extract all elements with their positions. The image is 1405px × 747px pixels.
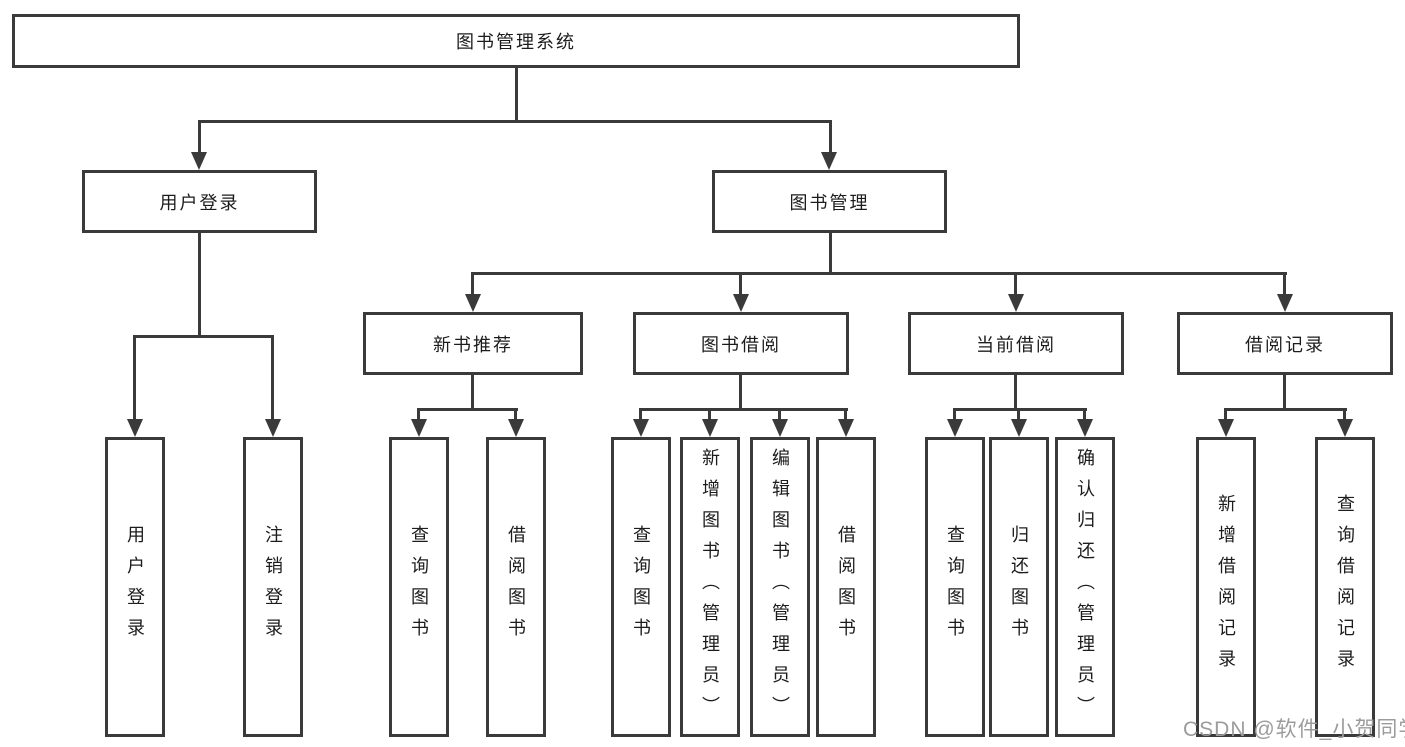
connector-line-vertical (739, 375, 742, 409)
connector-line-vertical (739, 272, 742, 296)
connector-line-vertical (829, 233, 832, 274)
node-borrow-record: 借阅记录 (1177, 312, 1393, 375)
leaf-add-borrow-record: 新增借阅记录 (1196, 437, 1256, 737)
connector-line-vertical (198, 120, 201, 153)
connector-line-vertical (1343, 408, 1346, 421)
connector-line-vertical (829, 120, 832, 153)
arrowhead-down-icon (411, 419, 427, 437)
leaf-borrow-books-recommend: 借阅图书 (486, 437, 546, 737)
arrowhead-down-icon (947, 419, 963, 437)
csdn-watermark: CSDN @软件_小贺同学 (1183, 718, 1405, 741)
connector-line-vertical (1083, 408, 1086, 421)
connector-line-vertical (778, 408, 781, 421)
connector-line-vertical (1224, 408, 1227, 421)
connector-line-horizontal (471, 272, 1287, 275)
arrowhead-down-icon (702, 419, 718, 437)
leaf-return-books: 归还图书 (989, 437, 1049, 737)
leaf-query-books-borrow: 查询图书 (611, 437, 671, 737)
arrowhead-down-icon (191, 152, 207, 170)
node-book-management: 图书管理 (712, 170, 947, 233)
arrowhead-down-icon (265, 419, 281, 437)
connector-line-horizontal (417, 408, 518, 411)
node-book-borrow: 图书借阅 (633, 312, 849, 375)
arrowhead-down-icon (1218, 419, 1234, 437)
connector-line-vertical (1014, 375, 1017, 409)
leaf-logout: 注销登录 (243, 437, 303, 737)
connector-line-vertical (471, 272, 474, 296)
leaf-query-books-recommend: 查询图书 (389, 437, 449, 737)
connector-line-vertical (514, 408, 517, 421)
connector-line-vertical (844, 408, 847, 421)
arrowhead-down-icon (1077, 419, 1093, 437)
connector-line-vertical (133, 335, 136, 420)
arrowhead-down-icon (733, 294, 749, 312)
arrowhead-down-icon (633, 419, 649, 437)
leaf-confirm-return-admin: 确认归还（管理员） (1055, 437, 1115, 737)
connector-line-horizontal (133, 335, 274, 338)
connector-line-vertical (1283, 272, 1286, 296)
arrowhead-down-icon (772, 419, 788, 437)
leaf-borrow-books: 借阅图书 (816, 437, 876, 737)
connector-line-horizontal (953, 408, 1087, 411)
arrowhead-down-icon (465, 294, 481, 312)
arrowhead-down-icon (821, 152, 837, 170)
node-user-login: 用户登录 (82, 170, 317, 233)
connector-line-vertical (1017, 408, 1020, 421)
arrowhead-down-icon (127, 419, 143, 437)
connector-line-horizontal (1224, 408, 1347, 411)
node-root-system: 图书管理系统 (12, 14, 1020, 68)
leaf-edit-books-admin: 编辑图书（管理员） (750, 437, 810, 737)
arrowhead-down-icon (1008, 294, 1024, 312)
node-new-book-recommend: 新书推荐 (363, 312, 583, 375)
arrowhead-down-icon (508, 419, 524, 437)
connector-line-vertical (639, 408, 642, 421)
connector-line-horizontal (639, 408, 848, 411)
arrowhead-down-icon (838, 419, 854, 437)
leaf-query-borrow-record: 查询借阅记录 (1315, 437, 1375, 737)
leaf-add-books-admin: 新增图书（管理员） (680, 437, 740, 737)
connector-line-vertical (953, 408, 956, 421)
connector-line-vertical (1283, 375, 1286, 409)
leaf-query-books-current: 查询图书 (925, 437, 985, 737)
arrowhead-down-icon (1011, 419, 1027, 437)
connector-line-vertical (271, 335, 274, 420)
leaf-user-login: 用户登录 (105, 437, 165, 737)
connector-line-vertical (471, 375, 474, 409)
node-current-borrow: 当前借阅 (908, 312, 1124, 375)
arrowhead-down-icon (1337, 419, 1353, 437)
connector-line-vertical (417, 408, 420, 421)
arrowhead-down-icon (1277, 294, 1293, 312)
connector-line-vertical (708, 408, 711, 421)
connector-line-vertical (515, 68, 518, 121)
connector-line-vertical (198, 233, 201, 336)
connector-line-vertical (1014, 272, 1017, 296)
connector-line-horizontal (198, 120, 832, 123)
